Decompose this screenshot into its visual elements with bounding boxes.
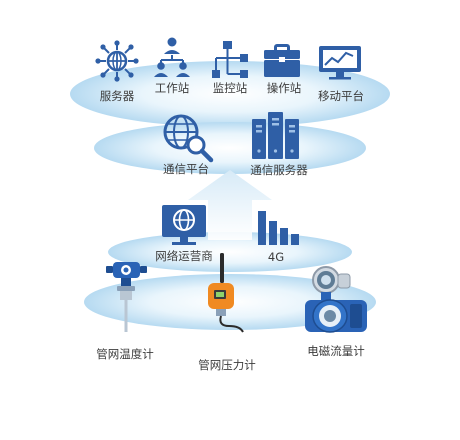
middle-layer-disc bbox=[94, 122, 366, 174]
temperature-transmitter bbox=[106, 262, 147, 332]
label-pipe-thermometer: 管网温度计 bbox=[96, 347, 154, 361]
top-layer-disc bbox=[70, 61, 390, 127]
org-chart-people-icon bbox=[154, 37, 190, 77]
label-4g: 4G bbox=[267, 250, 285, 264]
label-network-operator: 网络运营商 bbox=[155, 249, 213, 263]
server-rack-icon bbox=[252, 112, 299, 159]
label-workstation: 工作站 bbox=[154, 81, 190, 95]
label-mobile-platform: 移动平台 bbox=[318, 89, 364, 103]
briefcase-icon bbox=[264, 44, 300, 77]
label-electromagnetic-flowmeter: 电磁流量计 bbox=[307, 344, 365, 358]
label-communication-platform: 通信平台 bbox=[163, 162, 209, 176]
monitor-chart-icon bbox=[319, 46, 361, 80]
electromagnetic-flowmeter bbox=[305, 266, 367, 333]
pressure-gauge bbox=[208, 253, 244, 333]
signal-bars-icon bbox=[258, 211, 299, 245]
label-communication-server: 通信服务器 bbox=[250, 163, 308, 177]
tree-hierarchy-icon bbox=[212, 41, 248, 78]
monitor-globe-icon bbox=[162, 205, 206, 245]
label-monitoring-station: 监控站 bbox=[212, 81, 248, 95]
label-server: 服务器 bbox=[99, 89, 135, 103]
label-operating-station: 操作站 bbox=[266, 81, 302, 95]
network-nodes-icon bbox=[95, 40, 139, 82]
globe-search-icon bbox=[163, 114, 214, 163]
label-pipe-pressure-gauge: 管网压力计 bbox=[198, 358, 256, 372]
upward-arrow bbox=[188, 170, 272, 240]
